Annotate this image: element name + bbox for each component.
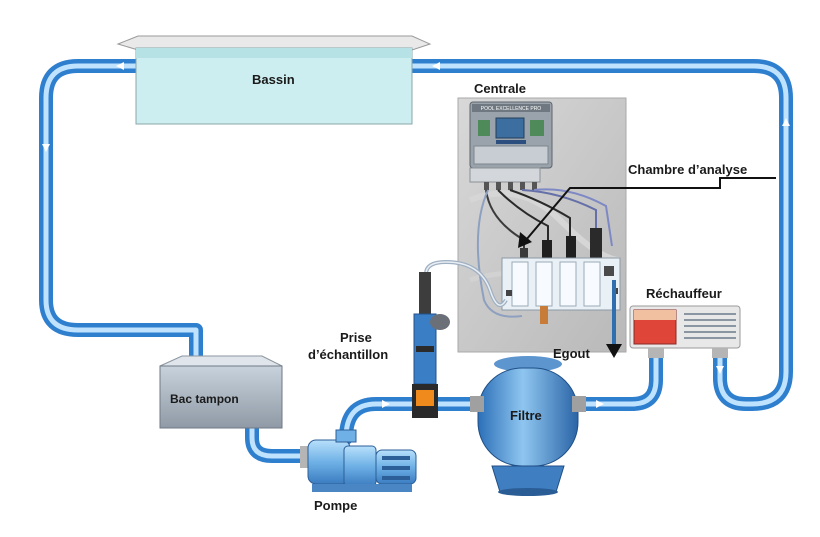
egout-label: Egout xyxy=(553,346,590,361)
heater xyxy=(629,305,741,358)
sensor-probes xyxy=(520,228,602,262)
sensor-cables xyxy=(476,188,613,318)
sample-valve xyxy=(412,272,450,418)
callout-arrow-icon xyxy=(518,232,532,248)
sample-line xyxy=(424,259,508,308)
filter-tank xyxy=(470,356,586,496)
chambre-label: Chambre d’analyse xyxy=(628,162,747,177)
controller-unit: POOL EXCELLENCE PRO xyxy=(469,101,553,190)
bassin xyxy=(116,35,432,125)
rechauffeur-label: Réchauffeur xyxy=(646,286,722,301)
prise-label-line2: d’échantillon xyxy=(308,347,388,362)
controller-header: POOL EXCELLENCE PRO xyxy=(481,106,542,112)
bac-label: Bac tampon xyxy=(170,392,239,406)
flow-arrows xyxy=(42,62,790,408)
centrale-label: Centrale xyxy=(474,81,526,96)
flow-arrow-icon xyxy=(596,400,604,408)
chamber-callout xyxy=(518,177,776,248)
bassin-label: Bassin xyxy=(252,72,295,87)
flow-arrow-icon xyxy=(382,400,390,408)
flow-arrow-icon xyxy=(782,118,790,126)
flow-arrow-icon xyxy=(716,366,724,374)
egout-drain xyxy=(606,280,622,358)
buffer-tank xyxy=(159,355,283,429)
flow-arrow-icon xyxy=(432,62,440,70)
flow-arrow-icon xyxy=(42,144,50,152)
flow-arrow-icon xyxy=(116,62,124,70)
pump xyxy=(300,429,417,492)
filtre-label: Filtre xyxy=(510,408,542,423)
prise-label-line1: Prise xyxy=(340,330,372,345)
pompe-label: Pompe xyxy=(314,498,357,513)
analysis-chamber xyxy=(501,257,621,324)
drain-arrow-icon xyxy=(606,344,622,358)
